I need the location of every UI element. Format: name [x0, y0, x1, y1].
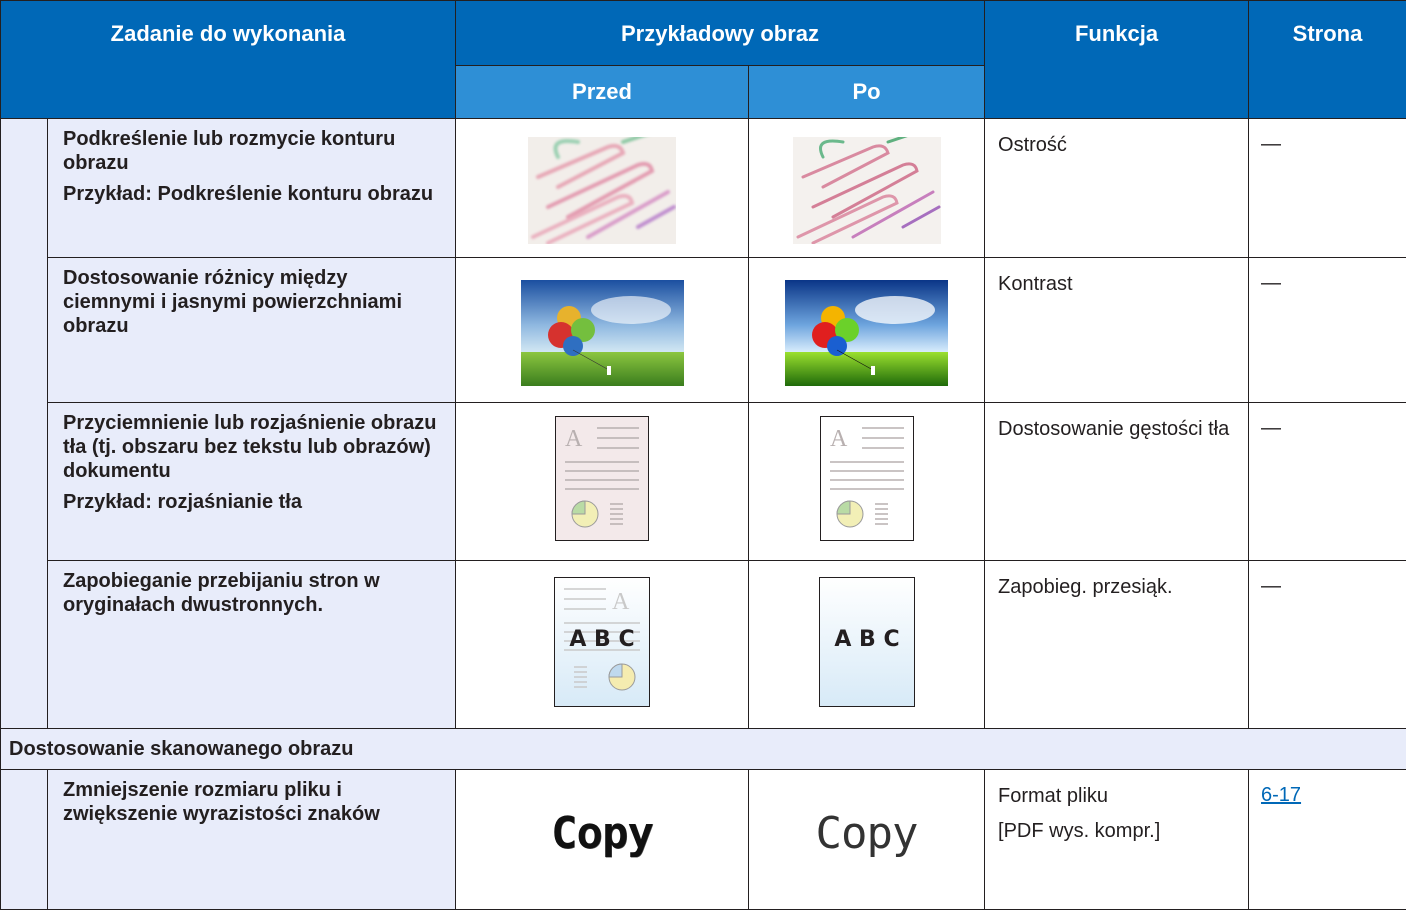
task-cell: Zmniejszenie rozmiaru pliku i zwiększeni… [47, 769, 456, 910]
pie-chart-icon [608, 663, 636, 691]
document-page-icon: A [819, 416, 914, 541]
document-page-icon: A B C [818, 577, 915, 707]
page-link[interactable]: 6-17 [1261, 784, 1302, 806]
header-task: Zadanie do wykonania [0, 0, 456, 119]
before-image-cell [455, 257, 749, 403]
page-cell: — [1248, 118, 1406, 258]
function-cell: Zapobieg. przesiąk. [984, 560, 1250, 729]
task-cell: Podkreślenie lub rozmycie konturu obrazu… [47, 118, 456, 258]
header-before: Przed [455, 65, 749, 119]
svg-text:A B C: A B C [569, 627, 634, 652]
page-cell: — [1248, 560, 1406, 729]
after-image-cell: A B C [747, 560, 986, 729]
svg-text:A: A [565, 426, 583, 452]
task-cell: Dostosowanie różnicy między ciemnymi i j… [47, 257, 456, 403]
before-image-cell: A A B C [455, 560, 749, 729]
balloons-photo [520, 280, 684, 386]
after-image-cell: A [747, 402, 986, 561]
after-image-cell: Copy [747, 769, 986, 910]
pie-chart-icon [835, 500, 863, 528]
page-cell: — [1248, 257, 1406, 403]
section-row: Dostosowanie skanowanego obrazu [0, 728, 1406, 770]
function-cell: Dostosowanie gęstości tła [984, 402, 1250, 561]
svg-text:A: A [830, 426, 848, 452]
section-title: Dostosowanie skanowanego obrazu [0, 728, 1406, 770]
task-cell: Zapobieganie przebijaniu stron w orygina… [47, 560, 456, 729]
document-page-icon: A A B C [554, 577, 650, 707]
function-cell: Ostrość [984, 118, 1250, 258]
document-page-icon: A [555, 416, 649, 541]
svg-text:A: A [612, 589, 630, 615]
after-image-cell [747, 118, 986, 258]
page-cell: — [1248, 402, 1406, 561]
pie-chart-icon [571, 500, 599, 528]
before-image-cell: A [455, 402, 749, 561]
paperclips-photo [792, 137, 941, 244]
balloons-photo [785, 280, 948, 386]
table-row: Podkreślenie lub rozmycie konturu obrazu… [0, 118, 1406, 729]
header-after: Po [747, 65, 986, 119]
function-cell: Kontrast [984, 257, 1250, 403]
before-image-cell: Copy [455, 769, 749, 910]
svg-text:A B C: A B C [834, 627, 899, 652]
page-cell: 6-17 [1248, 769, 1406, 910]
header-function: Funkcja [984, 0, 1250, 119]
table-row: Dostosowanie różnicy między ciemnymi i j… [1, 257, 1406, 403]
table-row: Zapobieganie przebijaniu stron w orygina… [1, 560, 1406, 729]
header-example-image: Przykładowy obraz [454, 0, 986, 66]
paperclips-photo [528, 137, 676, 244]
before-image-cell [455, 118, 749, 258]
after-image-cell [747, 257, 986, 403]
table-row: Przyciemnienie lub rozjaśnienie obrazu t… [1, 402, 1406, 561]
function-cell: Format pliku [PDF wys. kompr.] [984, 769, 1250, 910]
task-cell: Przyciemnienie lub rozjaśnienie obrazu t… [47, 402, 456, 561]
table-row: Zmniejszenie rozmiaru pliku i zwiększeni… [0, 769, 1406, 910]
header-page: Strona [1248, 0, 1406, 119]
